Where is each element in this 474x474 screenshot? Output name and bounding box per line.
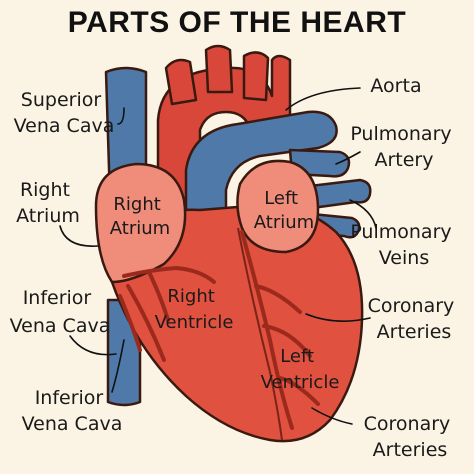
ventricular-septum [237, 227, 283, 441]
coronary-arteries-label-2: Coronary Arteries [364, 413, 457, 461]
left-atrium-label: Left Atrium [254, 188, 314, 233]
leader-inferior-vena-cava-2 [111, 339, 125, 393]
coronary-arteries-label-1: Coronary Arteries [368, 295, 461, 343]
pulmonary-artery-label: Pulmonary Artery [350, 123, 457, 171]
right-ventricle-label: Right Ventricle [155, 286, 234, 333]
coronary-artery-left [240, 230, 320, 430]
left-ventricle-label: Left Ventricle [261, 346, 340, 393]
aorta-label: Aorta [370, 75, 421, 97]
left-atrium-chamber [236, 159, 320, 254]
inferior-vena-cava-label-2: Inferior Vena Cava [22, 387, 123, 435]
leader-right-atrium [59, 225, 99, 247]
aorta-branch-2 [204, 44, 234, 94]
aorta-branch-1 [164, 58, 198, 106]
coronary-artery-right [118, 265, 216, 362]
right-atrium-side-label: Right Atrium [16, 179, 80, 227]
leader-pulmonary-veins [349, 199, 377, 229]
leader-pulmonary-artery [335, 151, 361, 165]
leader-coronary-arteries-2 [311, 407, 353, 425]
leader-coronary-arteries-1 [305, 313, 371, 322]
leader-inferior-vena-cava-1 [69, 335, 117, 356]
right-atrium-chamber [94, 162, 187, 284]
inferior-vena-cava-label-1: Inferior Vena Cava [10, 287, 111, 337]
pulmonary-veins-label: Pulmonary Veins [350, 221, 457, 269]
diagram-title: PARTS OF THE HEART [67, 6, 407, 39]
leader-superior-vena-cava [117, 107, 125, 125]
superior-vena-cava-label: Superior Vena Cava [14, 89, 115, 137]
pulmonary-vein-1 [308, 178, 372, 210]
right-atrium-label: Right Atrium [110, 194, 170, 239]
leader-aorta [285, 87, 361, 111]
aorta-branch-3 [242, 51, 270, 102]
